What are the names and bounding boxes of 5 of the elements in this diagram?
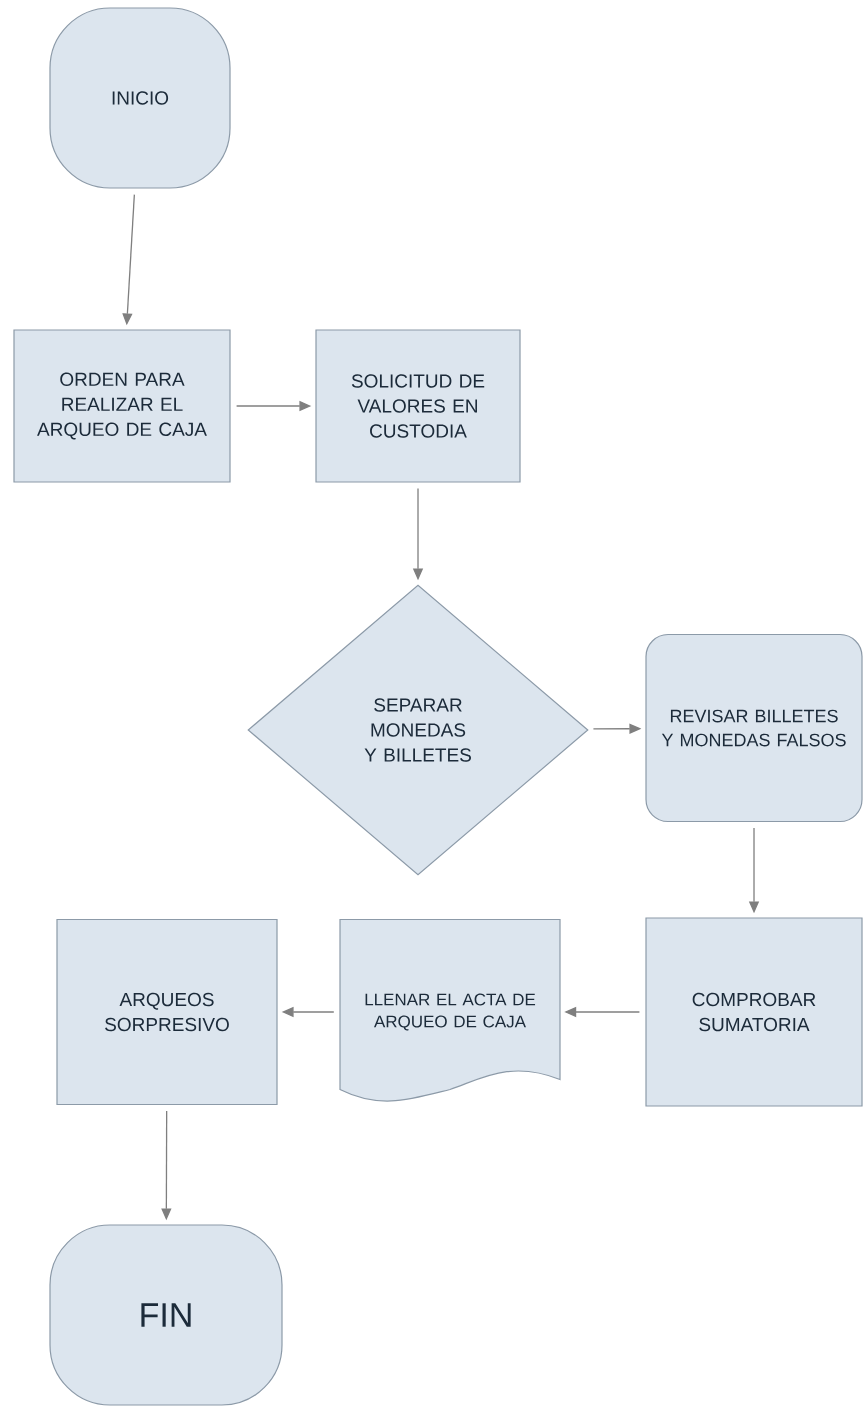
process-box: ORDEN PARA REALIZAR EL ARQUEO DE CAJA — [13, 329, 231, 483]
process-box: SOLICITUD DE VALORES EN CUSTODIA — [315, 329, 521, 483]
process-box: ARQUEOS SORPRESIVO — [56, 918, 278, 1106]
process-box: REVISAR BILLETES Y MONEDAS FALSOS — [645, 633, 863, 823]
process-box: COMPROBAR SUMATORIA — [645, 917, 863, 1107]
